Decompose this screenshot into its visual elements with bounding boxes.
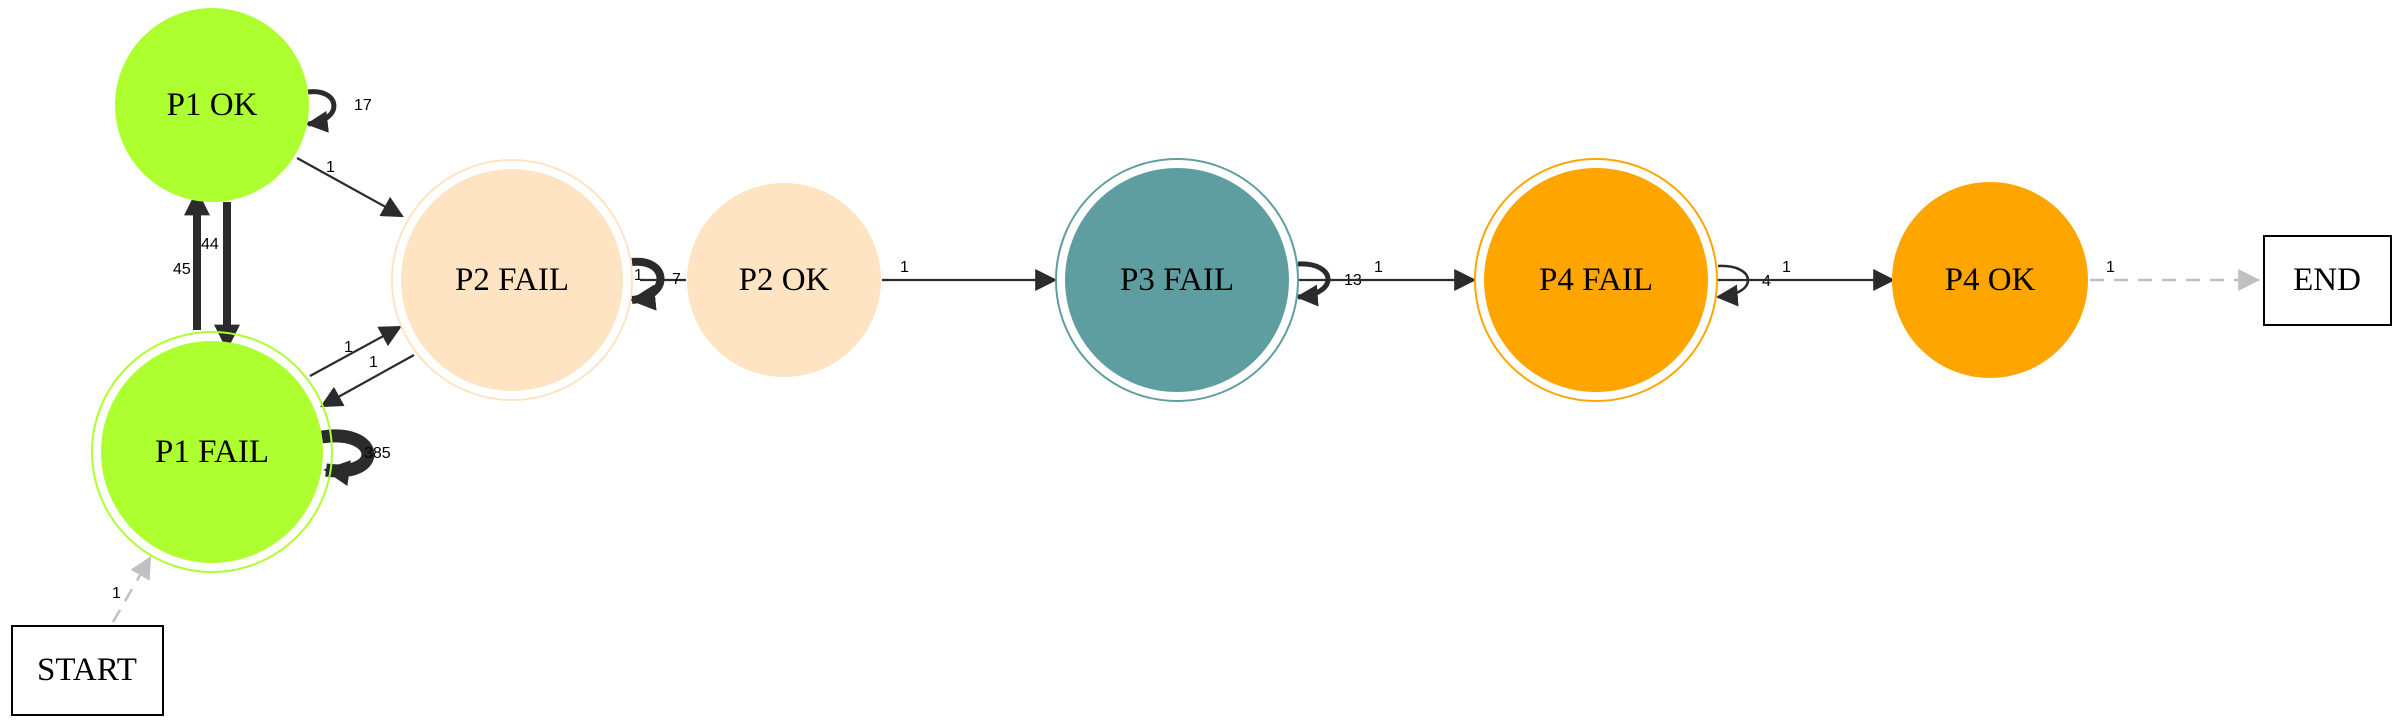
edge-label-p1ok-self: 17	[354, 97, 372, 114]
node-p3-fail: P3 FAIL	[1055, 158, 1299, 402]
edge-label-p2fail-self: 1	[634, 267, 643, 284]
node-end-label: END	[2293, 262, 2361, 298]
node-p1-ok-label: P1 OK	[167, 87, 258, 123]
node-p4-fail: P4 FAIL	[1474, 158, 1718, 402]
edge-p4ok-to-end: 1	[2090, 259, 2261, 291]
node-p4-fail-label: P4 FAIL	[1539, 262, 1653, 298]
node-p2-ok-label: P2 OK	[739, 262, 830, 298]
node-p3-fail-label: P3 FAIL	[1120, 262, 1234, 298]
node-p4-fail-shape	[1484, 168, 1708, 392]
edge-label-p4fail-to-p4ok: 1	[1782, 259, 1791, 276]
edge-label-p1fail-self: 385	[364, 445, 391, 462]
node-p1-ok: P1 OK	[115, 8, 309, 202]
node-p2-ok: P2 OK	[687, 183, 881, 377]
node-p4-fail-outer-ring	[1474, 158, 1718, 402]
node-p4-ok-shape	[1892, 182, 2088, 378]
edge-p2fail-self: 1	[629, 257, 665, 311]
node-p1-fail-shape	[101, 341, 323, 563]
edge-label-p2fail-to-p2ok: 7	[672, 271, 681, 288]
node-p1-fail-outer-ring	[91, 331, 333, 573]
edge-p1fail-self: 385	[321, 429, 391, 487]
edge-p1ok-to-p1fail: 44	[201, 202, 240, 351]
node-p4-ok-label: P4 OK	[1945, 262, 2036, 298]
node-start: START	[11, 625, 164, 716]
edge-p4fail-self: 4	[1715, 264, 1771, 307]
edge-label-p4ok-to-end: 1	[2106, 259, 2115, 276]
node-p2-ok-shape	[687, 183, 881, 377]
edge-label-p1fail-to-p1ok: 45	[173, 261, 191, 278]
node-p4-ok: P4 OK	[1892, 182, 2088, 378]
edge-label-p3fail-to-p4fail: 1	[1374, 259, 1383, 276]
node-p2-fail-outer-ring	[391, 159, 633, 401]
edge-label-p1fail-to-p2fail: 1	[344, 339, 353, 356]
edge-label-p1ok-to-p1fail: 44	[201, 236, 219, 253]
node-start-label: START	[37, 652, 137, 688]
edge-p1fail-to-p1ok: 45	[173, 189, 210, 330]
edge-p2fail-to-p2ok: 7	[640, 271, 686, 288]
node-p1-fail-label: P1 FAIL	[155, 434, 269, 470]
edge-p1fail-to-p2fail: 1	[309, 325, 402, 377]
node-start-box	[11, 625, 164, 716]
edge-p2ok-to-p3fail: 1	[882, 259, 1058, 291]
edge-label-p1ok-to-p2fail: 1	[326, 159, 335, 176]
edge-p3fail-to-p4fail: 1	[1298, 259, 1477, 291]
node-p2-fail-label: P2 FAIL	[455, 262, 569, 298]
node-p3-fail-outer-ring	[1055, 158, 1299, 402]
node-p2-fail: P2 FAIL	[391, 159, 633, 401]
node-p2-fail-shape	[401, 169, 623, 391]
node-end-box	[2263, 235, 2392, 326]
edge-start-to-p1fail: 1	[111, 556, 152, 623]
edge-label-p4fail-self: 4	[1762, 273, 1771, 290]
node-end: END	[2263, 235, 2392, 326]
edge-p4fail-to-p4ok: 1	[1718, 259, 1896, 291]
edge-label-p2fail-to-p1fail: 1	[369, 354, 378, 371]
node-p1-fail: P1 FAIL	[91, 331, 333, 573]
edge-label-start-to-p1fail: 1	[112, 585, 121, 602]
node-p1-ok-shape	[115, 8, 309, 202]
edge-p1ok-to-p2fail: 1	[296, 157, 404, 218]
edge-label-p2ok-to-p3fail: 1	[900, 259, 909, 276]
edge-p2fail-to-p1fail: 1	[320, 354, 415, 408]
node-p3-fail-shape	[1065, 168, 1289, 392]
edge-p1ok-self: 17	[305, 89, 372, 133]
